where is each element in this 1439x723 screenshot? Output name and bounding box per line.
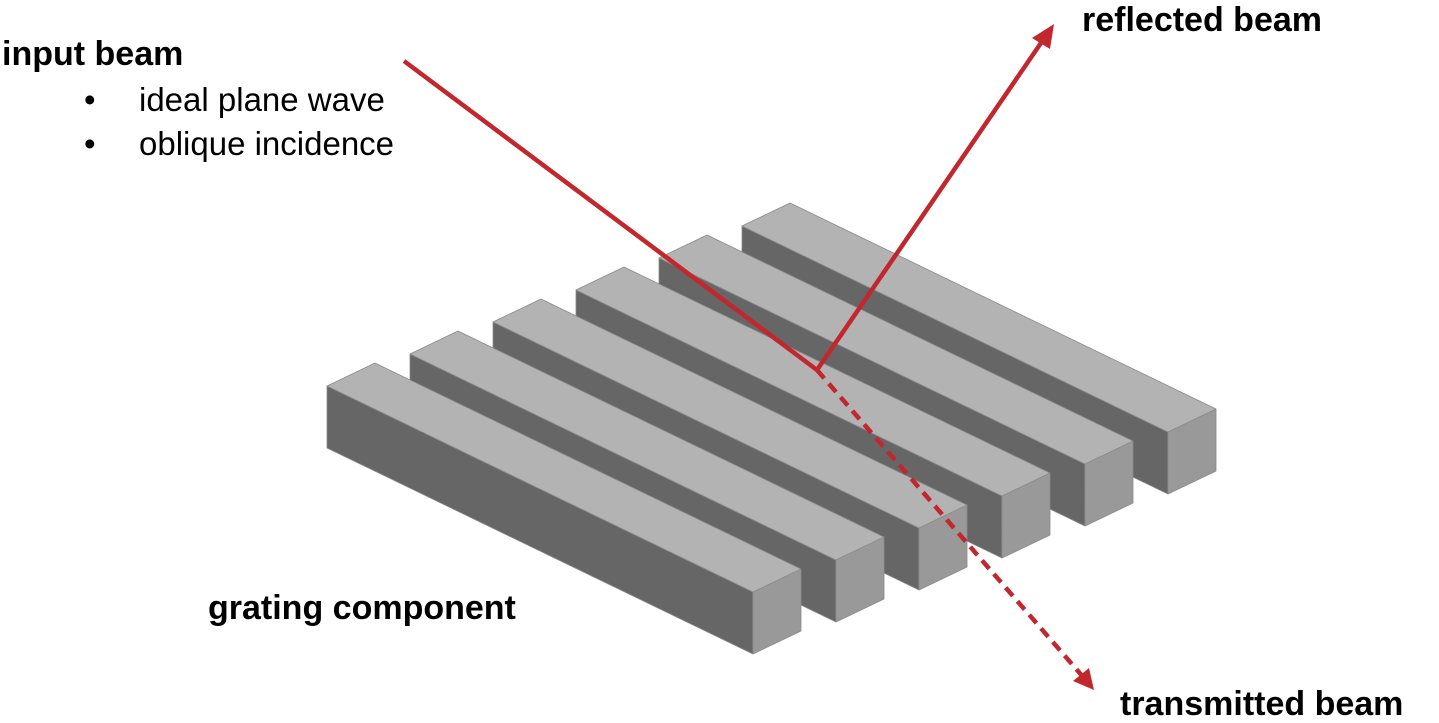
bar-top-face <box>741 202 1217 433</box>
grating-bars <box>326 202 1217 655</box>
input-beam-line <box>402 59 819 372</box>
transmitted-beam-arrowhead <box>1073 668 1094 690</box>
reflected-beam-line <box>815 38 1045 372</box>
transmitted-beam-label: transmitted beam <box>1120 685 1404 723</box>
input-beam-label: input beam <box>2 35 184 73</box>
bar-top-face <box>326 362 802 593</box>
bar-top-face <box>409 330 885 561</box>
grating-bar <box>326 362 802 655</box>
property-ideal-plane-wave: ideal plane wave <box>139 81 385 118</box>
bar-top-face <box>658 234 1134 465</box>
bullet-icon: • <box>84 81 96 118</box>
bar-top-face <box>575 266 1051 497</box>
grating-component-label: grating component <box>208 589 516 627</box>
reflected-beam-arrowhead <box>1032 24 1054 49</box>
bullet-icon: • <box>84 125 96 162</box>
transmitted-beam-line <box>815 368 1086 680</box>
property-oblique-incidence: oblique incidence <box>139 125 395 162</box>
input-beam-property-list: • ideal plane wave • oblique incidence <box>84 83 394 171</box>
list-item: • oblique incidence <box>84 127 394 171</box>
list-item: • ideal plane wave <box>84 83 394 127</box>
beam-paths <box>402 24 1094 690</box>
bar-top-face <box>492 298 968 529</box>
reflected-beam-label: reflected beam <box>1082 1 1322 39</box>
